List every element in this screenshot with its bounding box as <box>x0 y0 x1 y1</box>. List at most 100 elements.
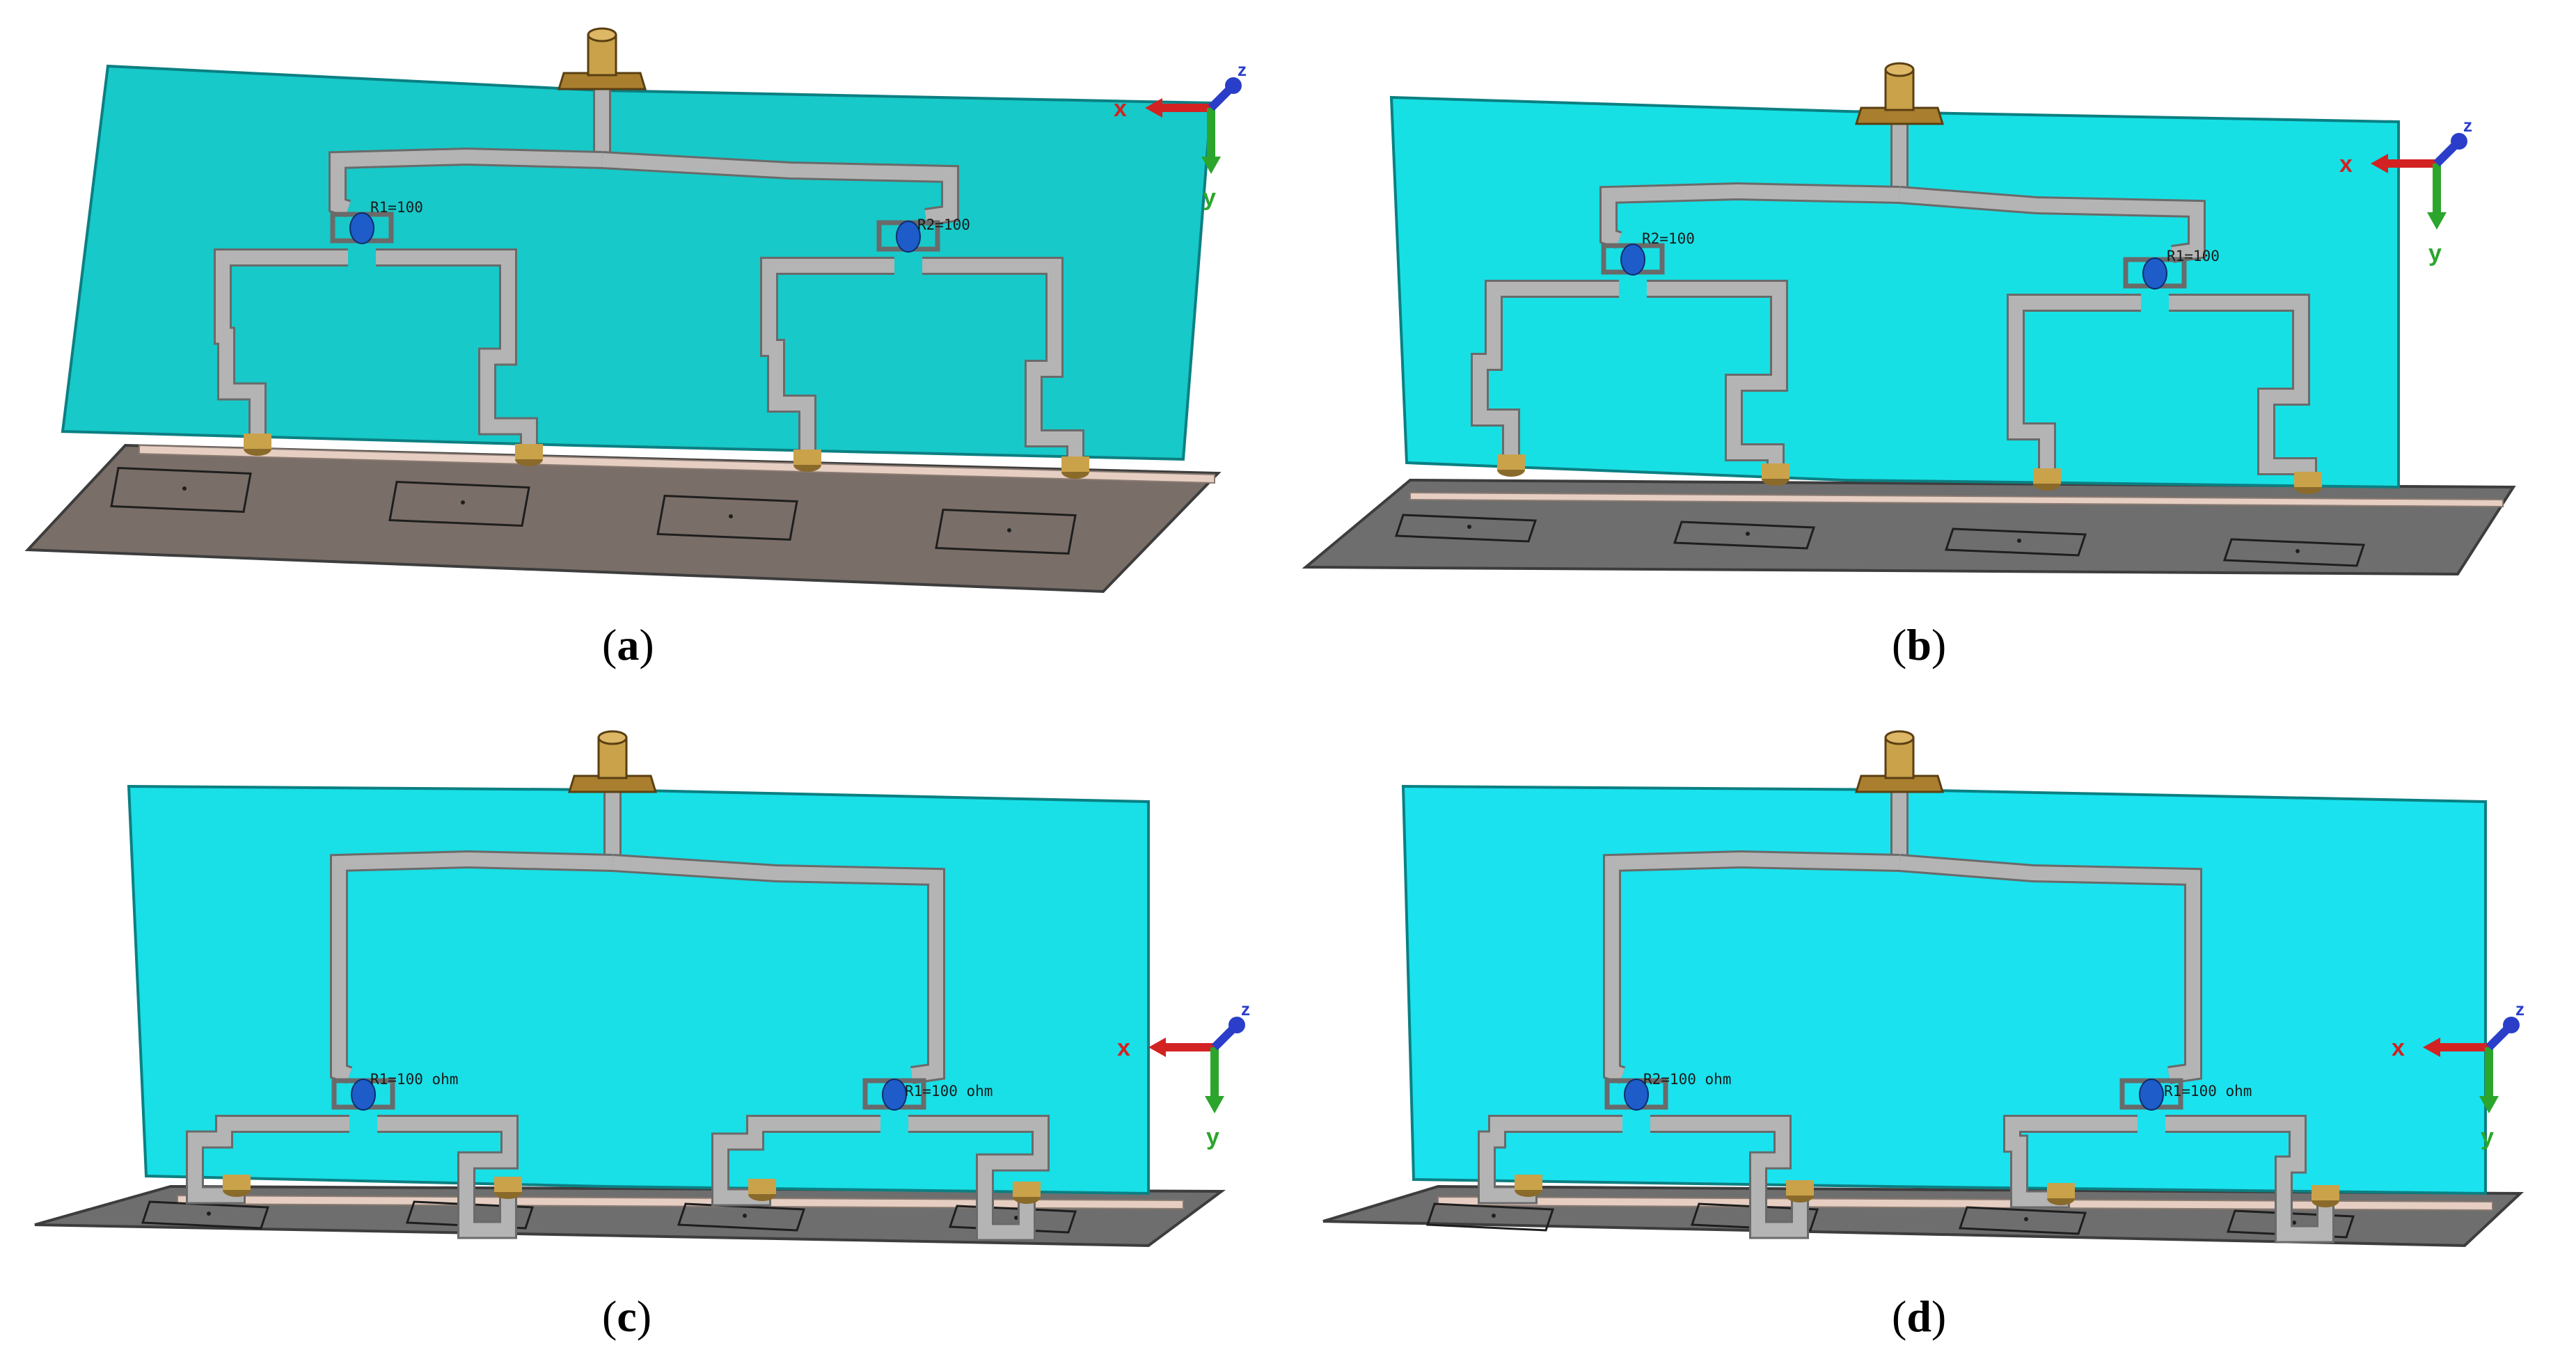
sma-pin <box>597 730 628 745</box>
x-axis-head <box>2371 154 2388 173</box>
copper-strip <box>177 1194 1184 1210</box>
caption-c: (c) <box>602 1292 652 1341</box>
patch-feed-point-4 <box>2296 549 2300 553</box>
isolation-resistor-2 <box>2142 257 2167 289</box>
resistor-label-2: R1=100 <box>2167 248 2220 264</box>
radiating-patch-4 <box>2226 1209 2355 1239</box>
x-axis-head <box>1148 1038 1166 1057</box>
branch-left <box>331 149 603 216</box>
output-connector-1 <box>244 434 271 449</box>
y-axis-head <box>2479 1096 2499 1113</box>
sma-pin <box>1884 62 1915 77</box>
radiating-patch-1 <box>1394 514 1538 543</box>
feed-network <box>1478 786 2334 1244</box>
z-axis-label: z <box>1241 999 1250 1019</box>
copper-strip <box>1409 491 2504 508</box>
isolation-resistor-2 <box>2139 1079 2164 1111</box>
axis-triad: xyz <box>1117 999 1250 1150</box>
isolation-resistor-1 <box>1620 244 1645 276</box>
patch-feed-point-2 <box>1746 532 1750 536</box>
radiating-patch-4 <box>935 508 1077 555</box>
branch-right <box>601 153 957 224</box>
branch-left <box>1605 852 1900 1082</box>
patch-feed-point-4 <box>1014 1216 1018 1220</box>
patch-feed-point-1 <box>1492 1214 1496 1218</box>
output-connector-2 <box>1786 1180 1814 1196</box>
radiating-patch-1 <box>110 466 252 514</box>
y-axis-head <box>1205 1096 1224 1113</box>
arm-right-2 <box>908 1117 1048 1239</box>
z-axis-head <box>2503 1017 2520 1033</box>
radiating-patch-1 <box>1425 1202 1555 1232</box>
resistor-label-1: R1=100 <box>370 199 423 216</box>
radiating-patch-3 <box>1958 1206 2087 1235</box>
radiating-patch-2 <box>1673 521 1816 550</box>
z-axis-arrow <box>1208 85 1234 111</box>
z-axis-label: z <box>2463 115 2472 136</box>
caption-d: (d) <box>1892 1292 1947 1341</box>
output-connector-4 <box>2294 472 2322 487</box>
isolation-resistor-1 <box>1624 1079 1649 1111</box>
patch-feed-point-4 <box>1007 528 1011 532</box>
output-connector-3 <box>2033 468 2061 484</box>
arm-left-2 <box>1650 1117 1807 1237</box>
radiating-patch-3 <box>1944 527 2087 557</box>
arm-right-2 <box>2169 296 2315 480</box>
sma-pin <box>1884 730 1915 745</box>
isolation-resistor-1 <box>349 212 374 244</box>
arm-left-1 <box>1473 282 1619 463</box>
z-axis-arrow <box>1211 1024 1238 1051</box>
resistor-label-2: R1=100 ohm <box>905 1083 993 1099</box>
output-connector-4 <box>1061 456 1089 472</box>
caption-b: (b) <box>1892 620 1947 669</box>
arm-left-2 <box>377 1117 516 1237</box>
radiating-patch-3 <box>677 1202 806 1232</box>
arm-left-1 <box>216 251 348 442</box>
output-connector-1 <box>1497 454 1525 470</box>
x-axis-label: x <box>2392 1035 2405 1061</box>
isolation-resistor-2 <box>896 221 921 253</box>
output-connector-2 <box>1762 463 1789 479</box>
y-axis-head <box>2427 212 2447 230</box>
output-connector-4 <box>1013 1182 1041 1197</box>
patch-feed-point-4 <box>2292 1221 2296 1225</box>
arm-right-1 <box>2009 296 2141 477</box>
branch-left <box>332 852 613 1082</box>
caption-a: (a) <box>602 620 654 669</box>
patch-feed-point-3 <box>729 514 733 518</box>
y-axis-label: y <box>1206 1124 1219 1150</box>
z-axis-head <box>1225 77 1242 94</box>
z-axis-head <box>2451 133 2467 150</box>
output-connector-3 <box>793 450 821 465</box>
isolation-resistor-1 <box>351 1079 376 1111</box>
x-axis-head <box>1145 98 1162 118</box>
y-axis-label: y <box>1203 184 1216 211</box>
output-connector-3 <box>748 1179 776 1194</box>
patch-feed-point-3 <box>743 1214 747 1218</box>
radiating-patch-2 <box>388 480 530 527</box>
arm-right-1 <box>762 259 894 458</box>
y-axis-head <box>1201 157 1221 174</box>
resistor-label-1: R1=100 ohm <box>370 1071 458 1088</box>
y-axis-label: y <box>2428 240 2442 267</box>
z-axis-arrow <box>2486 1024 2512 1051</box>
radiating-patch-1 <box>141 1200 270 1230</box>
branch-right <box>612 856 943 1082</box>
output-connector-1 <box>1515 1175 1542 1190</box>
radiating-patch-4 <box>948 1205 1077 1234</box>
axis-triad: xyz <box>1114 59 1247 211</box>
arm-right-2 <box>922 259 1082 465</box>
z-axis-label: z <box>2515 999 2524 1019</box>
patch-feed-point-1 <box>207 1212 211 1216</box>
output-connector-1 <box>223 1175 251 1190</box>
z-axis-label: z <box>1238 59 1247 80</box>
y-axis-label: y <box>2481 1124 2494 1150</box>
z-axis-arrow <box>2433 141 2460 167</box>
